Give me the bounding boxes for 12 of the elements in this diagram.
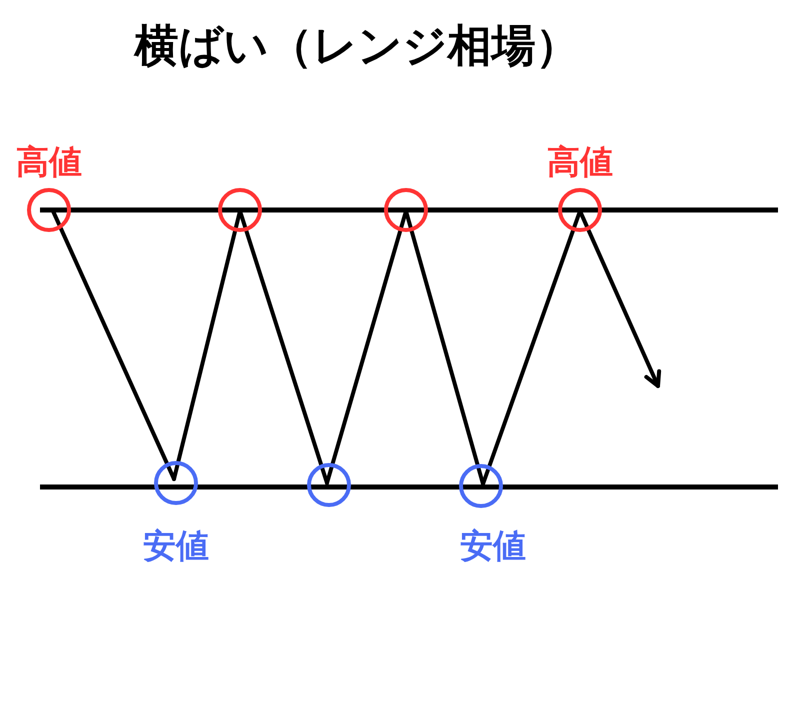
- circle-marker: [558, 188, 602, 232]
- price-label: 安値: [143, 527, 209, 565]
- price-label: 高値: [16, 143, 82, 181]
- price-label: 高値: [547, 143, 613, 181]
- title: 横ばい（レンジ相場）: [134, 22, 580, 72]
- circle-marker: [384, 188, 428, 232]
- price-label: 安値: [460, 527, 526, 565]
- circle-marker: [307, 463, 351, 507]
- circle-marker: [459, 464, 503, 508]
- circle-marker: [154, 461, 198, 505]
- circle-marker: [218, 188, 262, 232]
- circle-marker: [27, 188, 71, 232]
